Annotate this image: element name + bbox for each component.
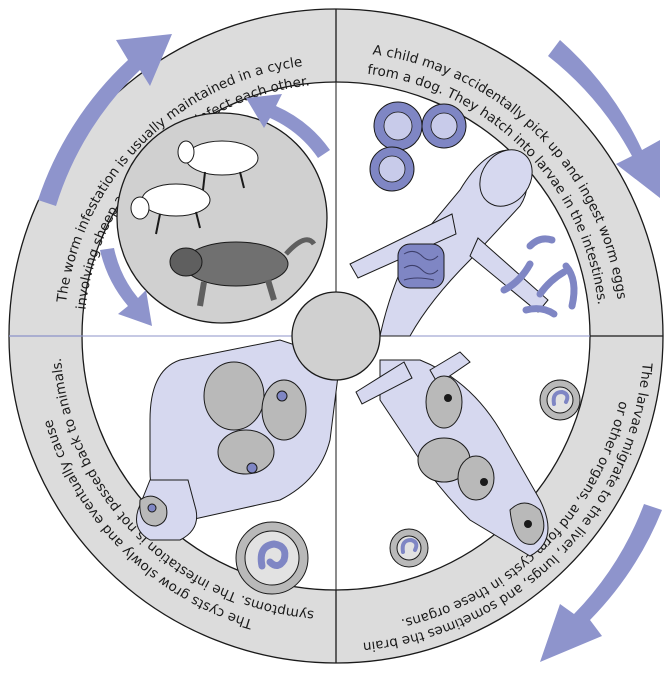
cyst-icon [235, 521, 309, 595]
cyst-icon [539, 379, 581, 421]
cycle-arrow-icon [540, 504, 662, 662]
animal-cycle-panel [100, 94, 330, 326]
sheep-icon [130, 140, 259, 235]
cycle-arrow-icon [246, 94, 330, 158]
center-hub [291, 291, 381, 381]
cycle-arrow-icon [100, 248, 152, 326]
cycle-arrow-icon [548, 40, 660, 198]
dog-icon [169, 237, 317, 307]
child-figure-ingestion [349, 149, 549, 337]
worm-egg-icon [369, 101, 467, 192]
intestine-icon [397, 243, 445, 289]
child-figure-migration [355, 351, 549, 557]
adult-figure-symptoms [136, 339, 341, 541]
cyst-icon [389, 528, 429, 568]
cycle-arrow-icon [38, 34, 172, 206]
larva-icon [500, 235, 578, 318]
